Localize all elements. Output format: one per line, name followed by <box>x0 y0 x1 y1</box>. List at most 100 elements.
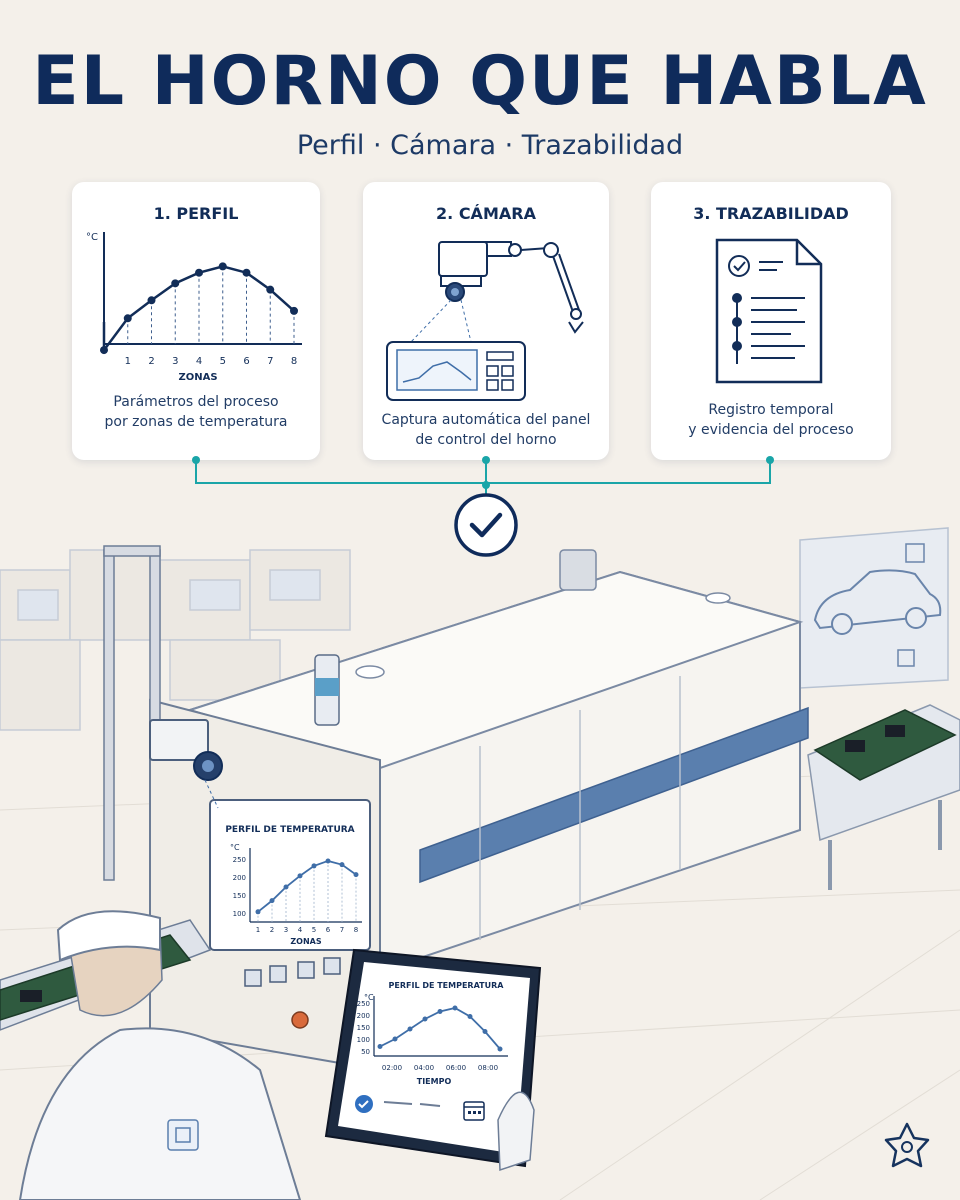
profile-zone-tick: 4 <box>196 356 202 367</box>
tablet-chart-point <box>392 1036 398 1042</box>
card-camara-desc-line2: de control del horno <box>415 432 557 448</box>
operator <box>18 910 302 1200</box>
chip-icon <box>167 1119 199 1151</box>
profile-point <box>195 268 203 277</box>
reflow-oven <box>186 549 809 960</box>
logo-icon <box>884 1122 930 1168</box>
tablet-chart-title: PERFIL DE TEMPERATURA <box>389 981 505 990</box>
profile-zone-tick: 7 <box>267 356 273 367</box>
profile-zone-tick: 6 <box>243 356 249 367</box>
tablet-chart: PERFIL DE TEMPERATURA °C 25020015010050 … <box>355 981 508 1121</box>
tablet-chart-point <box>467 1014 473 1019</box>
profile-point <box>147 296 156 305</box>
mounted-camera <box>103 545 223 881</box>
card-perfil-title: 1. PERFIL <box>153 204 239 223</box>
profile-point <box>290 306 298 315</box>
tablet-check-icon[interactable] <box>355 1095 373 1113</box>
card-perfil-desc: Parámetros del proceso por zonas de temp… <box>72 392 320 432</box>
right-conveyor <box>807 704 960 890</box>
oven-screen-title: PERFIL DE TEMPERATURA <box>225 825 354 835</box>
oven-screen-x-tick: 4 <box>298 926 303 934</box>
oven-screen-y-tick: 250 <box>233 856 246 864</box>
oven-screen-x-tick: 5 <box>312 926 316 934</box>
check-circle-icon <box>454 493 518 557</box>
oven-screen-point <box>297 873 303 879</box>
profile-points <box>100 262 298 355</box>
profile-point <box>123 314 132 323</box>
camera-icon <box>149 719 223 781</box>
card-trazabilidad-title: 3. TRAZABILIDAD <box>693 204 849 223</box>
card-perfil-desc-line2: por zonas de temperatura <box>104 414 288 430</box>
tablet-chart-point <box>437 1009 443 1014</box>
car-display <box>799 527 949 689</box>
check-icon <box>728 255 750 277</box>
tablet-x-tick: 06:00 <box>446 1064 466 1072</box>
card-trazabilidad: 3. TRAZABILIDAD Registro temporal y evid… <box>651 182 891 460</box>
calendar-icon[interactable] <box>463 1101 485 1121</box>
camera-icon <box>438 241 488 302</box>
oven-screen-x-tick: 8 <box>354 926 358 934</box>
oven-screen-x-tick: 3 <box>284 926 288 934</box>
profile-xlabel: ZONAS <box>178 372 217 383</box>
profile-chart-unit: °C <box>86 232 98 243</box>
tablet-chart-point <box>422 1016 428 1022</box>
oven-screen-point <box>353 872 359 878</box>
tablet-chart-points <box>377 1005 503 1052</box>
profile-line <box>102 265 295 354</box>
tablet-x-ticks: 02:00 04:00 06:00 08:00 <box>382 1064 498 1072</box>
connector-lines <box>192 456 774 557</box>
oven-screen-xlabel: ZONAS <box>290 937 321 946</box>
oven-screen-point <box>325 858 331 864</box>
camera-view-line-left <box>410 299 452 343</box>
profile-drop-lines <box>127 266 295 344</box>
oven-screen-point <box>311 863 317 869</box>
tablet-chart-point <box>377 1044 383 1049</box>
document-icon <box>715 238 823 384</box>
tablet-chart-point <box>482 1029 488 1034</box>
profile-zone-tick: 2 <box>148 356 154 367</box>
tablet-x-tick: 04:00 <box>414 1064 434 1072</box>
oven-screen-point <box>339 862 345 868</box>
oven-screen-x-tick: 1 <box>256 926 260 934</box>
signal-tower <box>314 654 340 726</box>
oven-screen-point <box>255 909 261 915</box>
oven-screen-y-tick: 150 <box>233 892 246 900</box>
car-icon <box>813 569 942 635</box>
card-trazabilidad-desc: Registro temporal y evidencia del proces… <box>651 400 891 440</box>
tablet-chart-unit: °C <box>364 993 374 1002</box>
robot-arm-icon <box>480 241 584 334</box>
profile-point <box>100 346 108 355</box>
card-trazabilidad-desc-line2: y evidencia del proceso <box>688 422 854 438</box>
tablet-y-tick: 250 <box>357 1000 370 1008</box>
oven-screen-x-tick: 6 <box>326 926 331 934</box>
tablet-y-tick: 150 <box>357 1024 370 1032</box>
card-camara-desc-line1: Captura automática del panel <box>381 412 591 428</box>
control-panel-icon <box>386 341 526 401</box>
tablet-chart-point <box>407 1026 413 1032</box>
tablet-x-tick: 02:00 <box>382 1064 402 1072</box>
profile-point <box>171 279 180 288</box>
profile-zone-tick: 8 <box>291 356 297 367</box>
tablet-y-tick: 200 <box>357 1012 370 1020</box>
tablet-chart-point <box>497 1046 503 1052</box>
tablet-x-tick: 08:00 <box>478 1064 498 1072</box>
profile-point <box>242 268 251 277</box>
profile-zone-tick: 1 <box>125 356 131 367</box>
camera-view-line-right <box>460 299 472 343</box>
oven-screen-x-tick: 2 <box>270 926 274 934</box>
camera-illustration <box>386 241 584 401</box>
chip-icon <box>897 543 925 667</box>
card-perfil-desc-line1: Parámetros del proceso <box>113 394 279 410</box>
tablet-chart-xlabel: TIEMPO <box>417 1077 452 1086</box>
profile-point <box>266 285 275 294</box>
page-title: EL HORNO QUE HABLA <box>32 42 928 121</box>
profile-point <box>218 262 227 271</box>
tablet-chart-point <box>452 1005 458 1011</box>
card-trazabilidad-desc-line1: Registro temporal <box>708 402 834 418</box>
operator-hand <box>497 1091 535 1172</box>
